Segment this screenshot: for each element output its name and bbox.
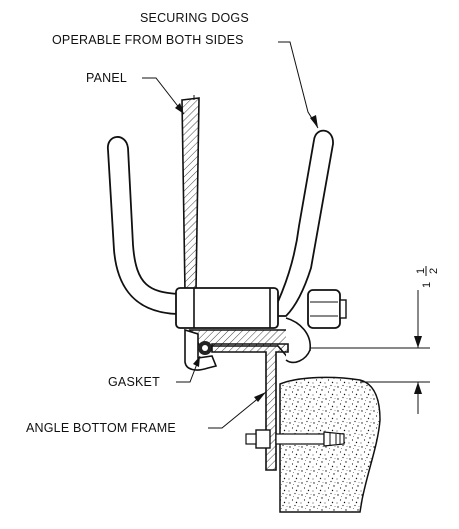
label-angle-bottom-frame: ANGLE BOTTOM FRAME: [26, 421, 176, 435]
dimension-label: 1 1 2: [415, 266, 440, 288]
dimension-whole: 1: [421, 282, 433, 288]
dimension-numerator: 1: [415, 268, 427, 274]
label-gasket: GASKET: [108, 375, 160, 389]
leaders: [142, 41, 319, 429]
angle-frame: [211, 343, 289, 471]
bolt-cylinder: [175, 287, 279, 329]
label-panel: PANEL: [86, 71, 127, 85]
dimension-denominator: 2: [428, 268, 440, 274]
label-securing-dogs-line2: OPERABLE FROM BOTH SIDES: [52, 33, 244, 47]
panel-plate: [181, 97, 200, 293]
panel-lip: [184, 328, 218, 371]
dimension-markup: [310, 290, 430, 414]
left-handle: [107, 136, 179, 315]
label-securing-dogs-line1: SECURING DOGS: [140, 11, 249, 25]
anchor-bolt: [245, 429, 345, 449]
right-handle: [270, 129, 334, 317]
hex-nut: [307, 289, 341, 329]
